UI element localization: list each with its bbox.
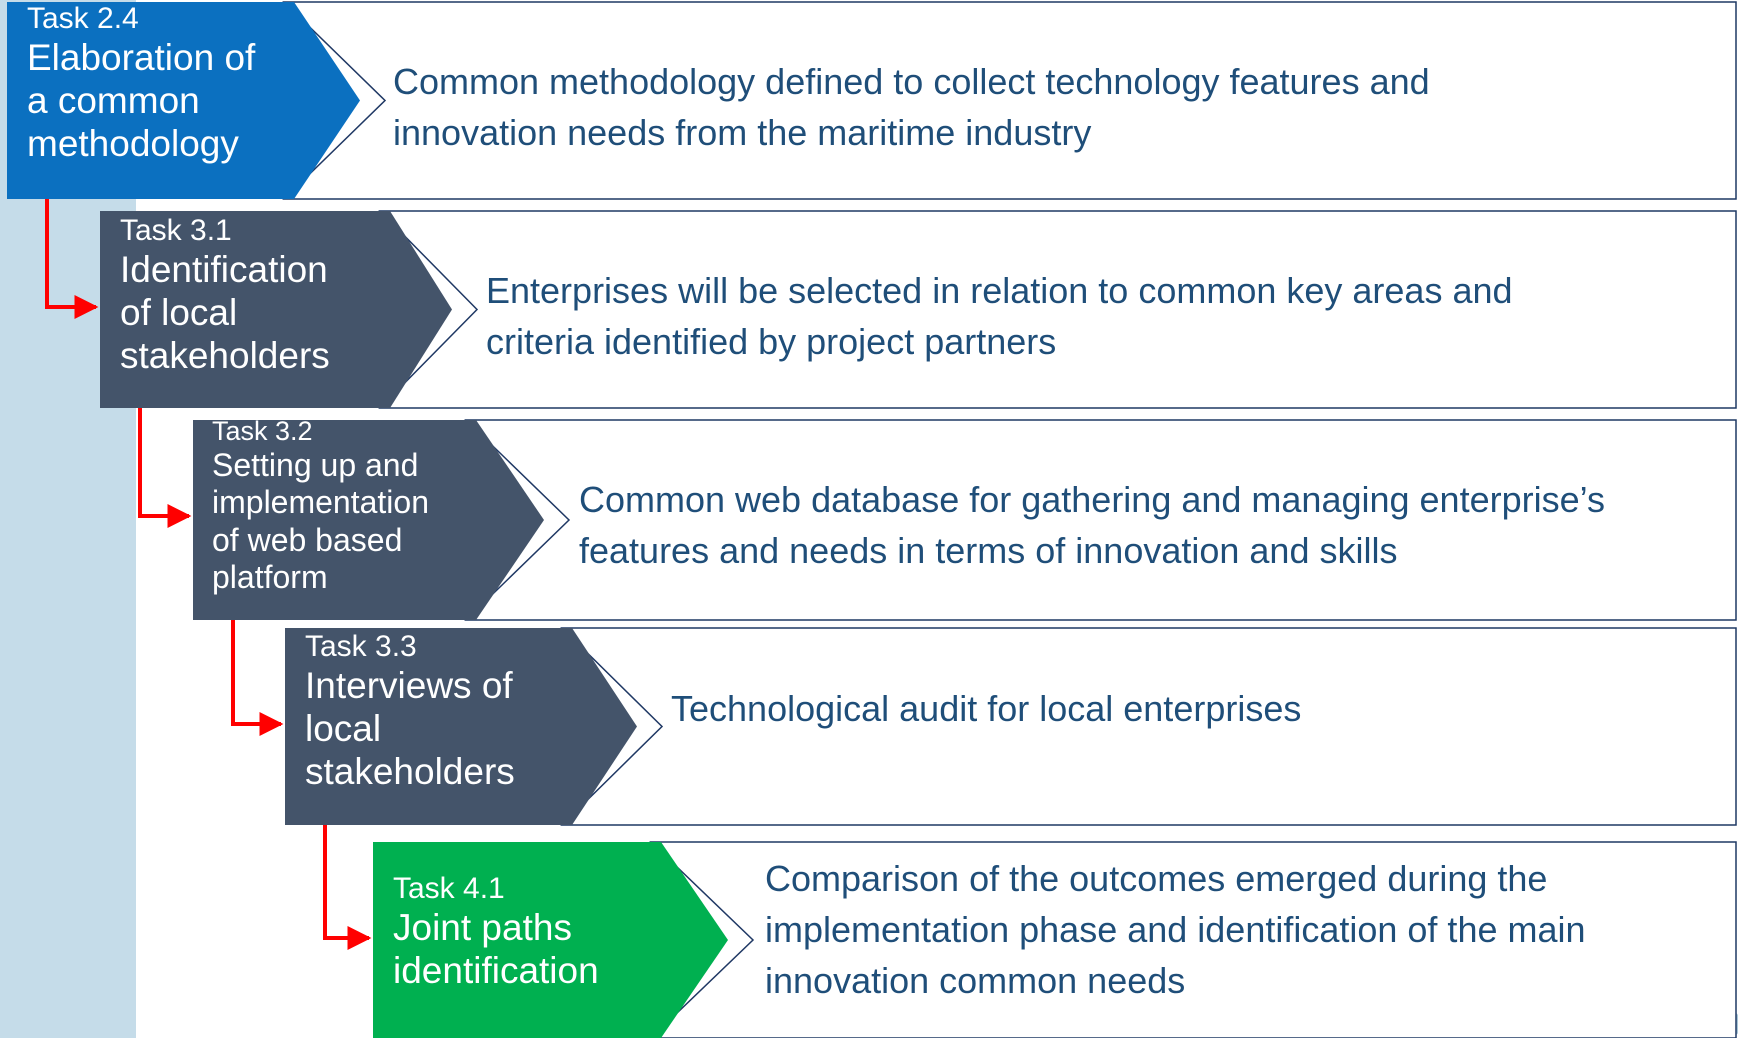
description-box-3 bbox=[464, 419, 1737, 621]
connector-arrow-3 bbox=[231, 620, 284, 736]
task-description-5: Comparison of the outcomes emerged durin… bbox=[765, 858, 1586, 1001]
task-chevron-2 bbox=[100, 211, 452, 408]
task-description-1: Common methodology defined to collect te… bbox=[393, 61, 1430, 153]
task-description-2: Enterprises will be selected in relation… bbox=[486, 270, 1513, 362]
task-name: Joint paths identification bbox=[393, 906, 599, 991]
task-chevron-3 bbox=[193, 420, 544, 620]
task-chevron-4 bbox=[285, 628, 637, 825]
task-description-4: Technological audit for local enterprise… bbox=[671, 688, 1302, 729]
task-description-3: Common web database for gathering and ma… bbox=[579, 479, 1605, 571]
task-name: Identification of local stakeholders bbox=[120, 248, 330, 376]
task-chevron-5 bbox=[373, 842, 728, 1038]
description-box-2 bbox=[378, 210, 1737, 409]
connector-arrow-4 bbox=[323, 825, 372, 950]
task-id: Task 3.1 bbox=[120, 214, 232, 247]
description-box-5 bbox=[649, 841, 1737, 1038]
task-name: Elaboration of a common methodology bbox=[27, 36, 256, 164]
connector-arrow-1 bbox=[45, 199, 99, 319]
task-rows bbox=[7, 1, 1737, 1038]
description-box-4 bbox=[560, 627, 1737, 826]
task-id: Task 3.3 bbox=[305, 630, 417, 663]
connector-arrow-2 bbox=[138, 408, 192, 528]
task-id: Task 4.1 bbox=[393, 872, 505, 905]
connectors bbox=[45, 199, 372, 950]
task-name: Setting up and implementation of web bas… bbox=[212, 447, 429, 595]
task-chevron-1 bbox=[7, 2, 360, 199]
description-box-1 bbox=[282, 1, 1737, 200]
task-id: Task 2.4 bbox=[27, 2, 139, 35]
task-name: Interviews of local stakeholders bbox=[305, 664, 515, 792]
task-id: Task 3.2 bbox=[212, 416, 313, 446]
